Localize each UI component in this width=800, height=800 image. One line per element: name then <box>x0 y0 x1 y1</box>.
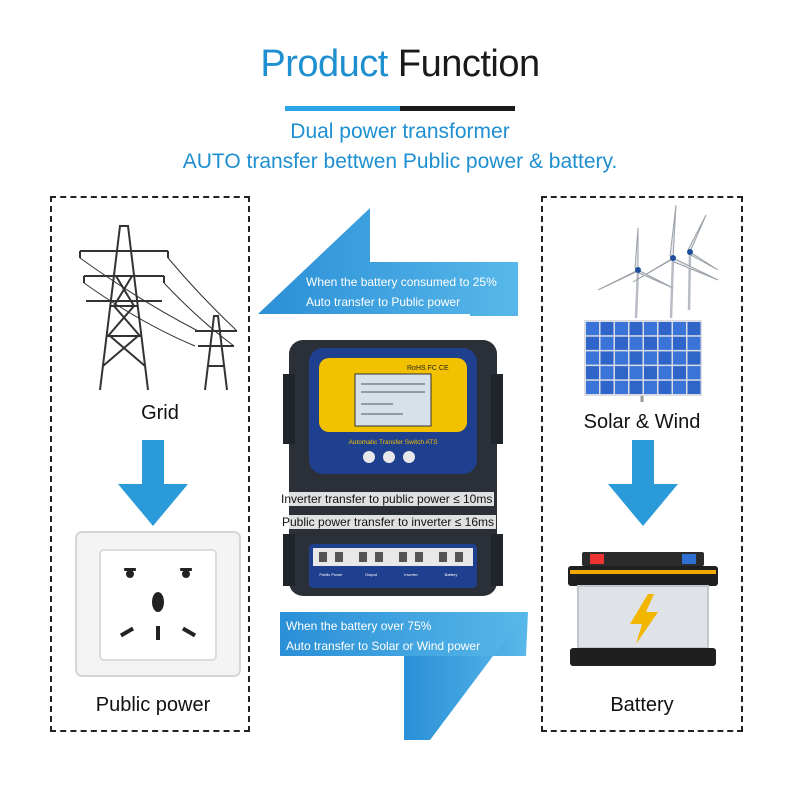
solar-cell <box>615 351 628 365</box>
top-arrow-line-1: When the battery consumed to 25% <box>306 275 497 289</box>
solar-cell <box>673 322 686 336</box>
device-button-1 <box>363 451 375 463</box>
solar-cell <box>673 380 686 394</box>
solar-cell <box>673 351 686 365</box>
solar-cell <box>600 351 614 365</box>
down-arrow-icon <box>118 440 188 526</box>
solar-cell <box>687 322 701 336</box>
spec-inverter-to-public: Inverter transfer to public power ≤ 10ms <box>279 492 495 506</box>
title-part-function: Function <box>397 43 540 85</box>
terminal-label-inverter: Inverter <box>404 572 418 577</box>
solar-cell <box>586 351 599 365</box>
solar-cell <box>586 322 599 336</box>
subtitle-line-2: AUTO transfer bettwen Public power & bat… <box>182 150 618 173</box>
bottom-arrow-text: When the battery over 75% Auto transfer … <box>286 616 480 656</box>
top-arrow-icon <box>258 208 518 316</box>
solar-cell <box>629 366 643 380</box>
solar-cell <box>644 366 657 380</box>
solar-cell <box>600 336 614 350</box>
solar-cell <box>658 322 672 336</box>
top-arrow-text: When the battery consumed to 25% Auto tr… <box>306 272 497 312</box>
bottom-arrow-head <box>404 612 526 740</box>
device-name: Automatic Transfer Switch ATS <box>348 439 438 446</box>
solar-cell <box>615 366 628 380</box>
solar-panel-icon <box>584 320 702 402</box>
solar-cell <box>687 366 701 380</box>
solar-cell <box>658 336 672 350</box>
solar-cell <box>600 380 614 394</box>
device-button-2 <box>383 451 395 463</box>
page-title: Product Function <box>0 40 800 88</box>
bottom-arrow-line-2: Auto transfer to Solar or Wind power <box>286 639 481 653</box>
solar-cell <box>586 336 599 350</box>
lightning-icon <box>630 594 658 644</box>
down-arrow-icon <box>608 440 678 526</box>
solar-cell <box>629 351 643 365</box>
grid-section-box <box>50 196 250 732</box>
battery-icon <box>568 552 718 666</box>
solar-cell <box>687 380 701 394</box>
solar-wind-label: Solar & Wind <box>583 411 701 433</box>
battery-label: Battery <box>610 694 674 716</box>
renewable-section-box <box>541 196 743 732</box>
title-part-product: Product <box>260 43 388 85</box>
ats-device: RoHS FC CE Automatic Transfer Switch ATS… <box>283 340 503 596</box>
solar-cell <box>586 380 599 394</box>
solar-cell <box>644 336 657 350</box>
wind-turbine-icon <box>597 204 719 319</box>
solar-cell <box>687 351 701 365</box>
solar-cell <box>687 336 701 350</box>
solar-cell <box>615 380 628 394</box>
wall-socket-icon <box>75 531 241 677</box>
solar-cell <box>600 322 614 336</box>
solar-cell <box>658 366 672 380</box>
bottom-arrow-line-1: When the battery over 75% <box>286 619 432 633</box>
solar-cell <box>644 380 657 394</box>
terminal-label-public: Public Power <box>319 572 343 577</box>
solar-cell <box>644 351 657 365</box>
solar-cell <box>629 336 643 350</box>
grid-label: Grid <box>141 402 179 424</box>
solar-cell <box>673 366 686 380</box>
solar-cell <box>615 322 628 336</box>
terminal-label-output: Output <box>365 572 378 577</box>
device-cert: RoHS FC CE <box>407 365 449 372</box>
subtitle-line-1: Dual power transformer <box>290 120 510 143</box>
terminal-label-battery: Battery <box>445 572 458 577</box>
top-arrow-line-2: Auto transfer to Public power <box>306 295 461 309</box>
solar-cell <box>658 351 672 365</box>
solar-cell <box>600 366 614 380</box>
public-power-label: Public power <box>95 694 211 716</box>
solar-cell <box>673 336 686 350</box>
solar-cell <box>629 380 643 394</box>
solar-cell <box>629 322 643 336</box>
solar-cell <box>586 366 599 380</box>
title-underline <box>285 106 515 111</box>
transmission-tower-icon <box>79 225 238 391</box>
solar-cell <box>658 380 672 394</box>
solar-cell <box>615 336 628 350</box>
solar-cell <box>644 322 657 336</box>
device-button-3 <box>403 451 415 463</box>
spec-public-to-inverter: Public power transfer to inverter ≤ 16ms <box>280 515 497 529</box>
